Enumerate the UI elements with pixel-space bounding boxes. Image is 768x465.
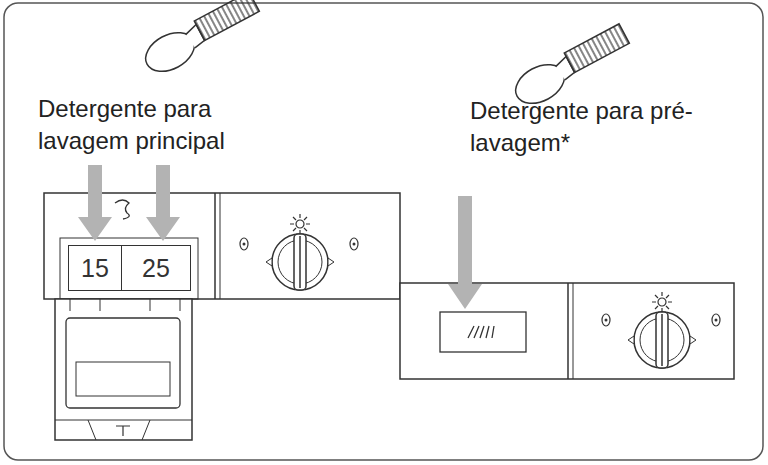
dose-number: 25 [142, 256, 170, 281]
dispenser-panel [400, 283, 734, 379]
callout-label: Detergente para pré-lavagem* [470, 95, 700, 159]
detergent-compartment: 25 [121, 245, 191, 291]
dose-number: 15 [81, 256, 109, 281]
detergent-compartment: 15 [68, 245, 122, 291]
frame [4, 3, 763, 460]
dosing-spoon [139, 0, 264, 79]
callout-label: Detergente para lavagem principal [38, 93, 278, 157]
pointer-arrow [78, 165, 482, 309]
